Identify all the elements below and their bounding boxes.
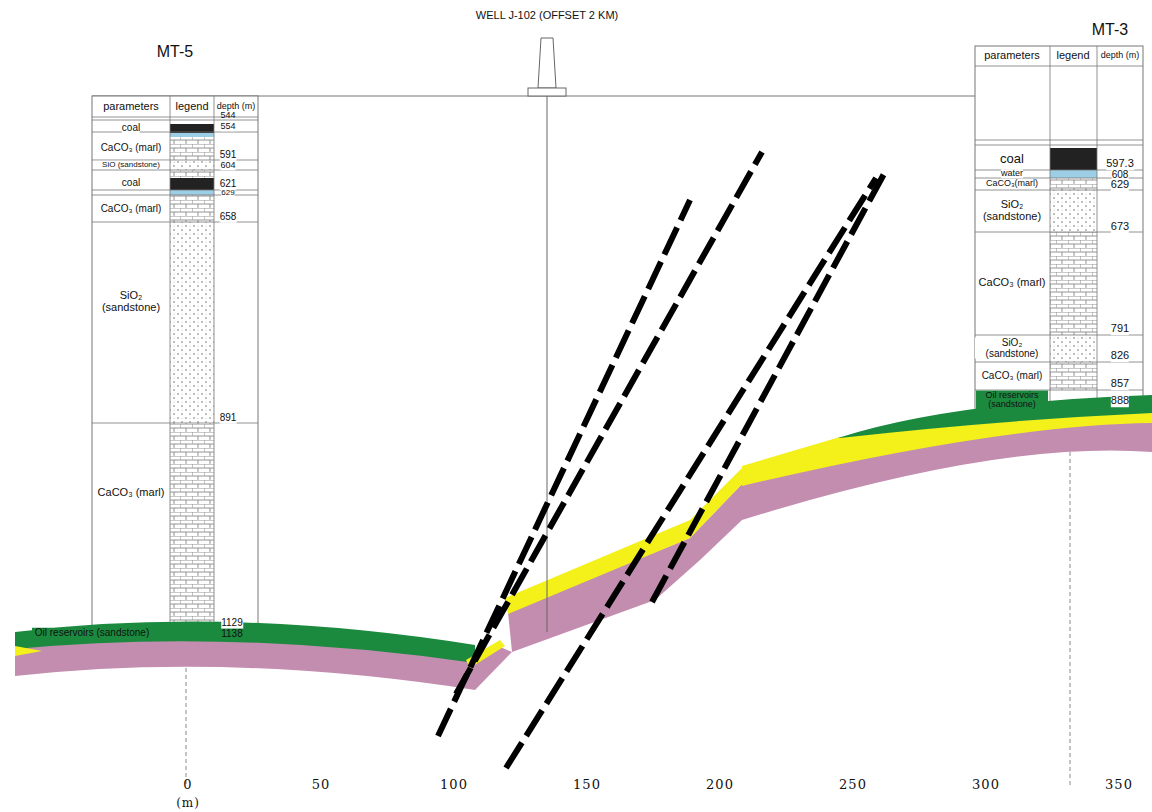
axis-tick-label: (m) [176, 797, 200, 810]
log-label: 658 [220, 212, 237, 223]
log-label: 591 [220, 150, 237, 161]
well-title: MT-3 [1092, 22, 1128, 39]
strata [15, 395, 1152, 690]
log-label: coal [1000, 152, 1024, 166]
log-label: CaCO₃ (marl) [95, 143, 167, 154]
well-log-mt5 [92, 96, 258, 785]
log-label: SiO₂ (sandstone) [975, 338, 1049, 359]
axis-tick-label: 200 [706, 778, 734, 792]
axis-tick-label: 50 [312, 778, 331, 792]
well-title: MT-5 [157, 44, 193, 61]
log-label: WELL J-102 (OFFSET 2 KM) [476, 10, 618, 22]
log-label: 888 [1111, 395, 1129, 407]
log-label: 629 [221, 189, 234, 197]
axis-tick-label: 250 [839, 778, 867, 792]
axis-tick-label: 350 [1105, 778, 1133, 792]
log-label: SiO (sandstone) [93, 161, 169, 169]
log-label: CaCO₃ (marl) [976, 371, 1048, 382]
axis-tick-label: 300 [972, 778, 1000, 792]
axis-tick-label: 150 [573, 778, 601, 792]
log-label: 629 [1111, 179, 1129, 191]
log-label: parameters [103, 101, 159, 113]
log-label: 544 [220, 111, 235, 120]
log-label: CaCO₃(marl) [986, 179, 1038, 188]
log-label: 604 [220, 161, 235, 170]
log-label: 597.3 [1106, 158, 1134, 170]
log-label: CaCO₃ (marl) [95, 487, 167, 499]
log-label: 1129 [221, 618, 243, 629]
log-label: water [1001, 169, 1023, 178]
log-label: 621 [220, 179, 237, 190]
log-label: parameters [984, 50, 1040, 62]
well-derrick [528, 38, 566, 632]
log-label: legend [175, 101, 208, 113]
faults [438, 152, 885, 768]
log-label: legend [1056, 50, 1089, 62]
log-label: 826 [1111, 350, 1129, 362]
log-label: 554 [220, 122, 235, 131]
log-label: SiO₂ (sandstone) [95, 290, 167, 313]
log-label: 673 [1111, 221, 1129, 233]
log-label: depth (m) [1099, 51, 1141, 60]
log-label: 1138 [221, 629, 243, 640]
axis-tick-label: 0 [183, 778, 192, 792]
log-label: 791 [1111, 323, 1129, 335]
log-label: CaCO₃ (marl) [95, 204, 167, 215]
log-label: coal [122, 123, 140, 134]
log-label: 857 [1111, 378, 1129, 390]
log-label: Oil reservoirs (sandstone) [32, 628, 152, 639]
log-label: Oil reservoirs (sandstone) [976, 391, 1048, 410]
log-label: SiO₂ (sandstone) [976, 199, 1048, 222]
axis-tick-label: 100 [440, 778, 468, 792]
log-label: CaCO₃ (marl) [976, 277, 1048, 289]
log-label: 891 [220, 413, 237, 424]
log-label: coal [122, 178, 140, 189]
